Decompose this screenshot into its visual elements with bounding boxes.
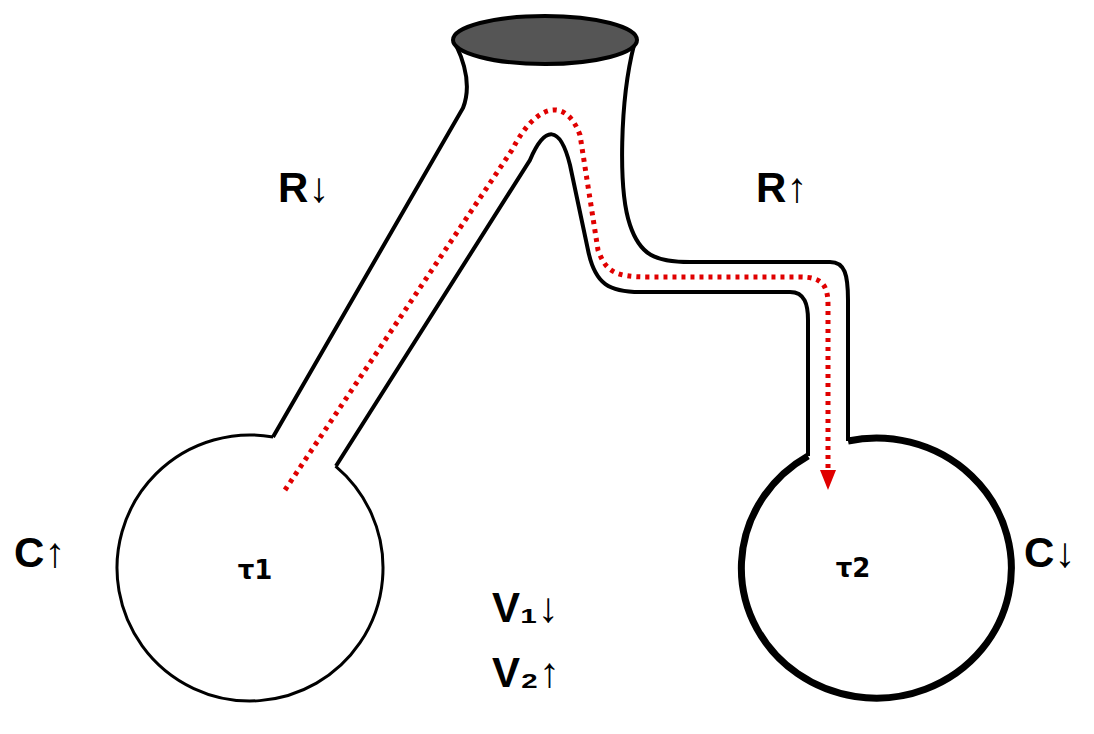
parameter-label: V₁↓ [492, 585, 558, 631]
alveolus-outline-path [741, 438, 1011, 698]
parameter-label: C↑ [14, 530, 65, 576]
airway-wall [336, 134, 808, 466]
alveolus-outline [742, 438, 1012, 698]
airway-wall [622, 45, 848, 441]
airway-wall [273, 45, 467, 437]
alveolus-circle: τ1 [117, 435, 383, 701]
trachea-opening [453, 16, 637, 64]
flow-arrowhead [820, 470, 836, 490]
alveolus-circle: τ2 [742, 438, 1012, 698]
parameter-label: V₂↑ [492, 650, 560, 696]
flow-path [285, 110, 828, 490]
alveolus-outline-path [117, 435, 383, 701]
time-constant-label: τ1 [238, 555, 273, 585]
parameter-label: R↑ [756, 165, 807, 211]
parameter-label: R↓ [278, 165, 329, 211]
time-constant-label: τ2 [836, 553, 871, 583]
parameter-label: C↓ [1024, 530, 1075, 576]
